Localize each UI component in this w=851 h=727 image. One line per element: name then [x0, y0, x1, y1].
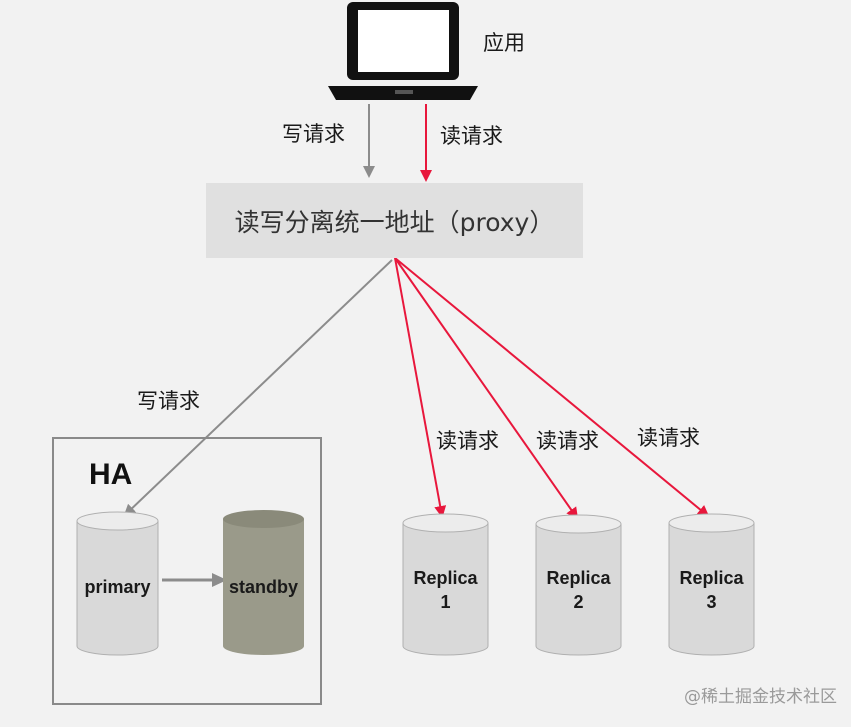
- replica-1-name: Replica: [413, 568, 478, 588]
- top-read-request-label: 读请求: [440, 124, 503, 148]
- proxy-box: 读写分离统一地址（proxy）: [206, 183, 583, 258]
- ha-group-box: [52, 437, 322, 705]
- standby-label: standby: [228, 577, 298, 597]
- replica-2-name: Replica: [546, 568, 611, 588]
- read-arrow-proxy-to-replica-2: [394, 257, 579, 520]
- replica-3-read-request-label: 读请求: [637, 426, 700, 450]
- replica-1-db-icon: [402, 513, 489, 656]
- ha-title: HA: [89, 458, 133, 491]
- replica-1-read-request-label: 读请求: [436, 429, 499, 453]
- replica-2-index: 2: [573, 592, 584, 612]
- top-write-request-label: 写请求: [282, 122, 345, 146]
- read-arrow-proxy-to-replica-3: [394, 257, 710, 518]
- replica-1-label: Replica 1: [403, 566, 488, 614]
- replica-2-db-icon: [535, 514, 622, 656]
- replica-3-label: Replica 3: [669, 566, 754, 614]
- read-arrow-proxy-to-replica-1: [394, 257, 447, 518]
- app-label: 应用: [483, 31, 525, 55]
- replica-3-name: Replica: [679, 568, 744, 588]
- laptop-icon: [328, 2, 478, 100]
- replica-1-index: 1: [440, 592, 451, 612]
- replica-2-read-request-label: 读请求: [536, 429, 599, 453]
- watermark: @稀土掘金技术社区: [684, 687, 837, 707]
- replica-3-index: 3: [706, 592, 717, 612]
- primary-db-icon: [76, 511, 159, 656]
- replica-2-label: Replica 2: [536, 566, 621, 614]
- primary-label: primary: [84, 577, 151, 597]
- write-arrow-proxy-to-primary: [123, 259, 393, 517]
- replica-3-db-icon: [668, 513, 755, 656]
- standby-db-icon: [223, 510, 304, 655]
- ha-write-request-label: 写请求: [137, 389, 200, 413]
- proxy-label: 读写分离统一地址（proxy）: [234, 207, 555, 237]
